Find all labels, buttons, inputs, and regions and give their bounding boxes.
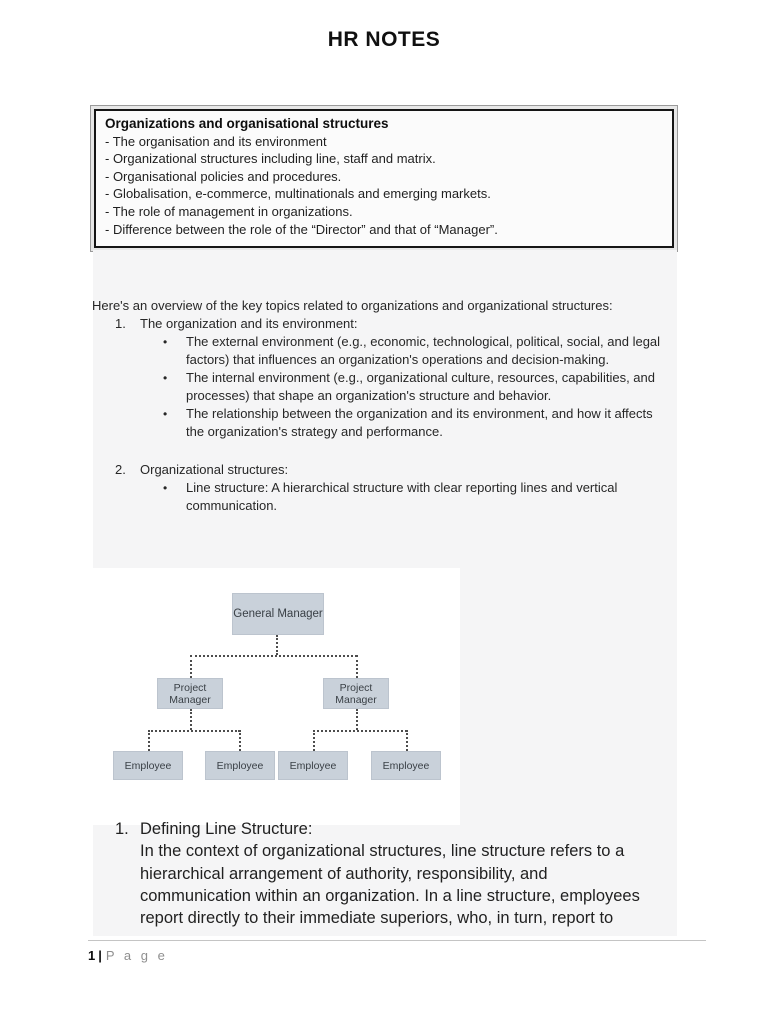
topics-box: Organizations and organisational structu… <box>94 109 674 249</box>
bullet-item: • Line structure: A hierarchical structu… <box>163 479 674 515</box>
item-title: Organizational structures: <box>140 462 289 477</box>
bullet-icon: • <box>163 407 168 421</box>
item-number: 1. <box>115 316 126 331</box>
definition-text-line: In the context of organizational structu… <box>140 842 625 861</box>
definition-text-line: communication within an organization. In… <box>140 886 640 905</box>
connector-line <box>239 730 241 751</box>
org-chart-node-employee: Employee <box>278 751 348 780</box>
definition-section: 1. Defining Line Structure: In the conte… <box>115 818 677 929</box>
org-chart-node-employee: Employee <box>113 751 183 780</box>
org-chart-node-employee: Employee <box>371 751 441 780</box>
bullet-item: • The relationship between the organizat… <box>163 405 674 441</box>
topic-item: - Globalisation, e-commerce, multination… <box>105 186 491 202</box>
footer-label: P a g e <box>105 948 168 963</box>
connector-line <box>356 655 358 678</box>
topic-item: - Difference between the role of the “Di… <box>105 221 498 237</box>
bullet-text: The relationship between the organizatio… <box>186 406 653 439</box>
item-title: The organization and its environment: <box>140 316 358 331</box>
connector-line <box>190 655 357 657</box>
overview-intro: Here's an overview of the key topics rel… <box>92 298 613 313</box>
org-chart-node-employee: Employee <box>205 751 275 780</box>
item-number: 1. <box>115 820 129 838</box>
topic-item: - The organisation and its environment <box>105 133 327 149</box>
topic-item: - Organisational policies and procedures… <box>105 168 342 184</box>
bullet-item: • The internal environment (e.g., organi… <box>163 369 674 405</box>
page-title: HR NOTES <box>327 28 441 51</box>
bullet-icon: • <box>163 481 168 495</box>
connector-line <box>313 730 407 732</box>
numbered-item-2: 2. Organizational structures: <box>115 461 674 479</box>
definition-text-line: hierarchical arrangement of authority, r… <box>140 864 548 883</box>
footer-separator: | <box>98 948 102 963</box>
topics-box-frame: Organizations and organisational structu… <box>90 105 678 253</box>
definition-heading-row: 1. Defining Line Structure: <box>115 818 677 840</box>
page-footer: 1|P a g e <box>88 948 168 963</box>
item-number: 2. <box>115 462 126 477</box>
footer-page-number: 1 <box>88 948 96 963</box>
connector-line <box>313 730 315 751</box>
bullet-text: Line structure: A hierarchical structure… <box>186 480 618 513</box>
spacer <box>92 441 674 461</box>
bullet-text: The internal environment (e.g., organiza… <box>186 370 655 403</box>
connector-line <box>190 655 192 678</box>
connector-line <box>356 709 358 730</box>
bullet-item: • The external environment (e.g., econom… <box>163 333 674 369</box>
bullet-icon: • <box>163 371 168 385</box>
definition-text-line: report directly to their immediate super… <box>140 909 614 928</box>
bullet-icon: • <box>163 335 168 349</box>
org-chart-node-project-manager: Project Manager <box>323 678 389 709</box>
connector-line <box>190 709 192 730</box>
footer-divider <box>88 940 706 941</box>
definition-heading: Defining Line Structure: <box>140 820 313 838</box>
org-chart-node-general-manager: General Manager <box>232 593 324 635</box>
connector-line <box>276 635 278 655</box>
org-chart-figure: General Manager Project Manager Project … <box>93 568 460 825</box>
org-chart-node-project-manager: Project Manager <box>157 678 223 709</box>
connector-line <box>148 730 240 732</box>
numbered-item-1: 1. The organization and its environment: <box>115 315 674 333</box>
bullet-text: The external environment (e.g., economic… <box>186 334 661 367</box>
connector-line <box>148 730 150 751</box>
connector-line <box>406 730 408 751</box>
topic-item: - Organizational structures including li… <box>105 151 436 167</box>
overview-section: Here's an overview of the key topics rel… <box>92 297 674 515</box>
topics-box-heading: Organizations and organisational structu… <box>105 116 389 131</box>
topic-item: - The role of management in organization… <box>105 203 353 219</box>
